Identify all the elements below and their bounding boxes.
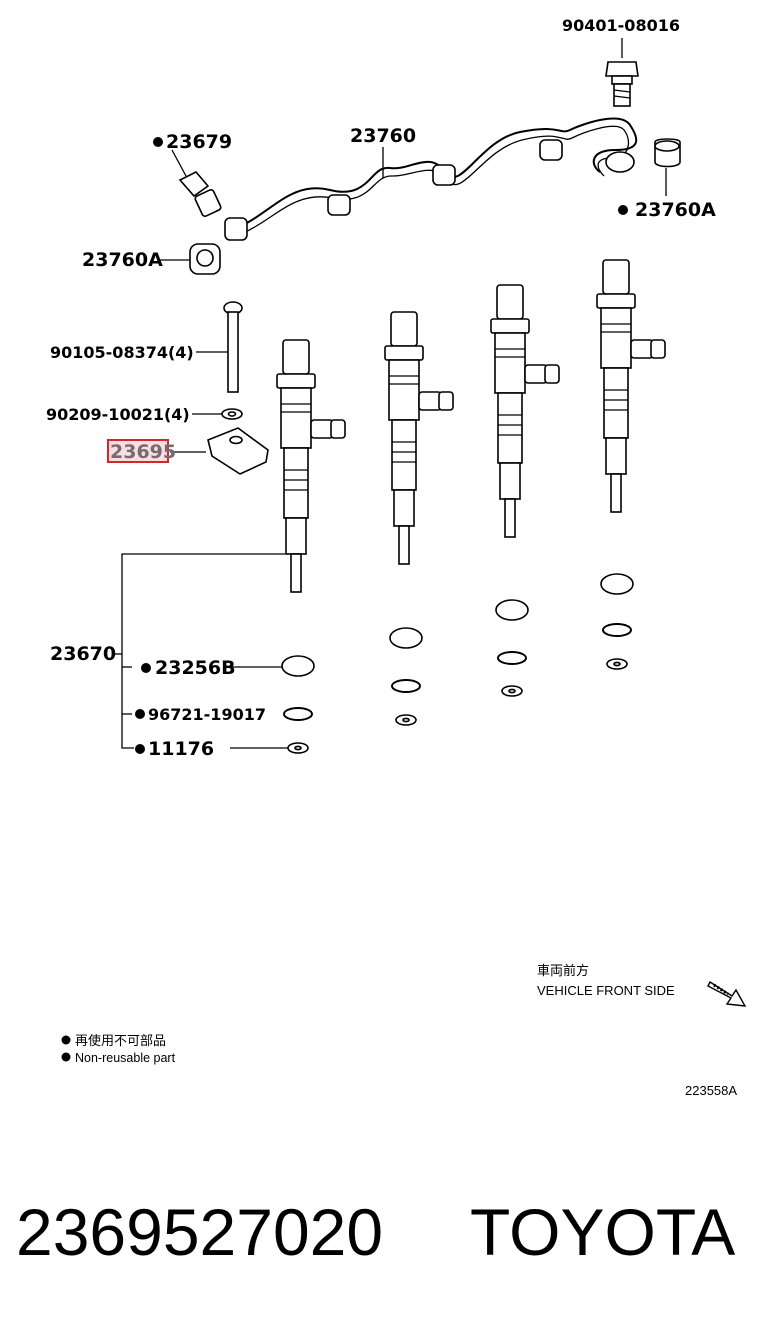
label-clamp-highlighted[interactable]: 23695	[110, 441, 176, 463]
nonreusable-dot	[135, 744, 145, 754]
assembly-bracket	[112, 553, 288, 749]
label-union-bolt: 23679	[166, 131, 232, 153]
clamp-part	[170, 427, 269, 475]
highlight-box	[107, 439, 169, 463]
legend-dot-icon	[61, 1052, 71, 1062]
label-o-ring: 96721-19017	[148, 705, 266, 724]
union-bolt-part	[171, 149, 222, 218]
top-bolt-part	[605, 38, 639, 107]
gasket-left-part	[158, 243, 221, 275]
front-side-en: VEHICLE FRONT SIDE	[537, 983, 675, 998]
nonreusable-dot	[141, 663, 151, 673]
fuel-pipe-part	[224, 117, 638, 241]
brand-name: TOYOTA	[470, 1195, 735, 1269]
front-side-jp: 車両前方	[537, 963, 589, 978]
long-bolt-part	[196, 301, 243, 393]
injector-4	[596, 259, 666, 513]
gasket-right-part	[654, 138, 681, 196]
label-top-bolt: 90401-08016	[562, 16, 680, 35]
part-number: 2369527020	[16, 1195, 383, 1269]
label-long-bolt: 90105-08374(4)	[50, 343, 194, 362]
nonreusable-dot	[153, 137, 163, 147]
label-small-washer: 11176	[148, 738, 214, 760]
front-direction-arrow-icon	[707, 980, 747, 1007]
nonreusable-dot	[135, 709, 145, 719]
label-washer: 90209-10021(4)	[46, 405, 190, 424]
washer-part	[192, 408, 243, 420]
legend-dot-icon	[61, 1035, 71, 1045]
injector-1	[276, 339, 346, 593]
label-gasket-right: 23760A	[635, 199, 716, 221]
injector-2	[384, 311, 454, 565]
label-injector-assy: 23670	[50, 643, 116, 665]
injector-3	[490, 284, 560, 538]
legend-jp: 再使用不可部品	[75, 1033, 166, 1048]
o-rings	[283, 623, 632, 721]
label-fuel-pipe: 23760	[350, 125, 416, 147]
seal-cups	[281, 573, 634, 677]
label-gasket-left: 23760A	[82, 249, 163, 271]
small-washers	[287, 658, 628, 754]
legend-en: Non-reusable part	[75, 1051, 176, 1065]
diagram-code: 223558A	[685, 1083, 737, 1098]
nonreusable-dot	[618, 205, 628, 215]
label-seal-cup: 23256B	[155, 657, 236, 679]
